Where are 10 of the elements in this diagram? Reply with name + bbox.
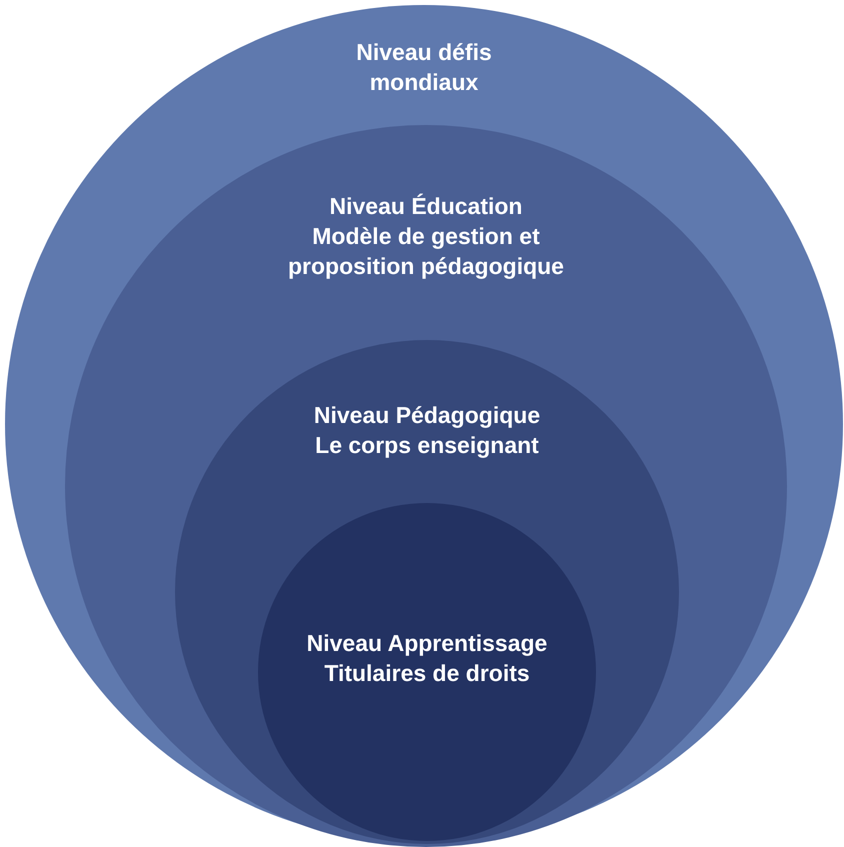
level-heading: Niveau Apprentissage (306, 629, 548, 658)
level-heading: Niveau défis mondiaux (355, 38, 493, 97)
level-description: Modèle de gestion et proposition pédagogique (287, 222, 565, 281)
circle-node (65, 125, 787, 847)
level-description: Titulaires de droits (323, 659, 531, 688)
circle-node (175, 340, 679, 844)
level-heading: Niveau Pédagogique (312, 401, 542, 430)
level-heading: Niveau Éducation (328, 192, 524, 221)
level-description: Le corps enseignant (314, 431, 540, 460)
circle-node (258, 503, 596, 841)
